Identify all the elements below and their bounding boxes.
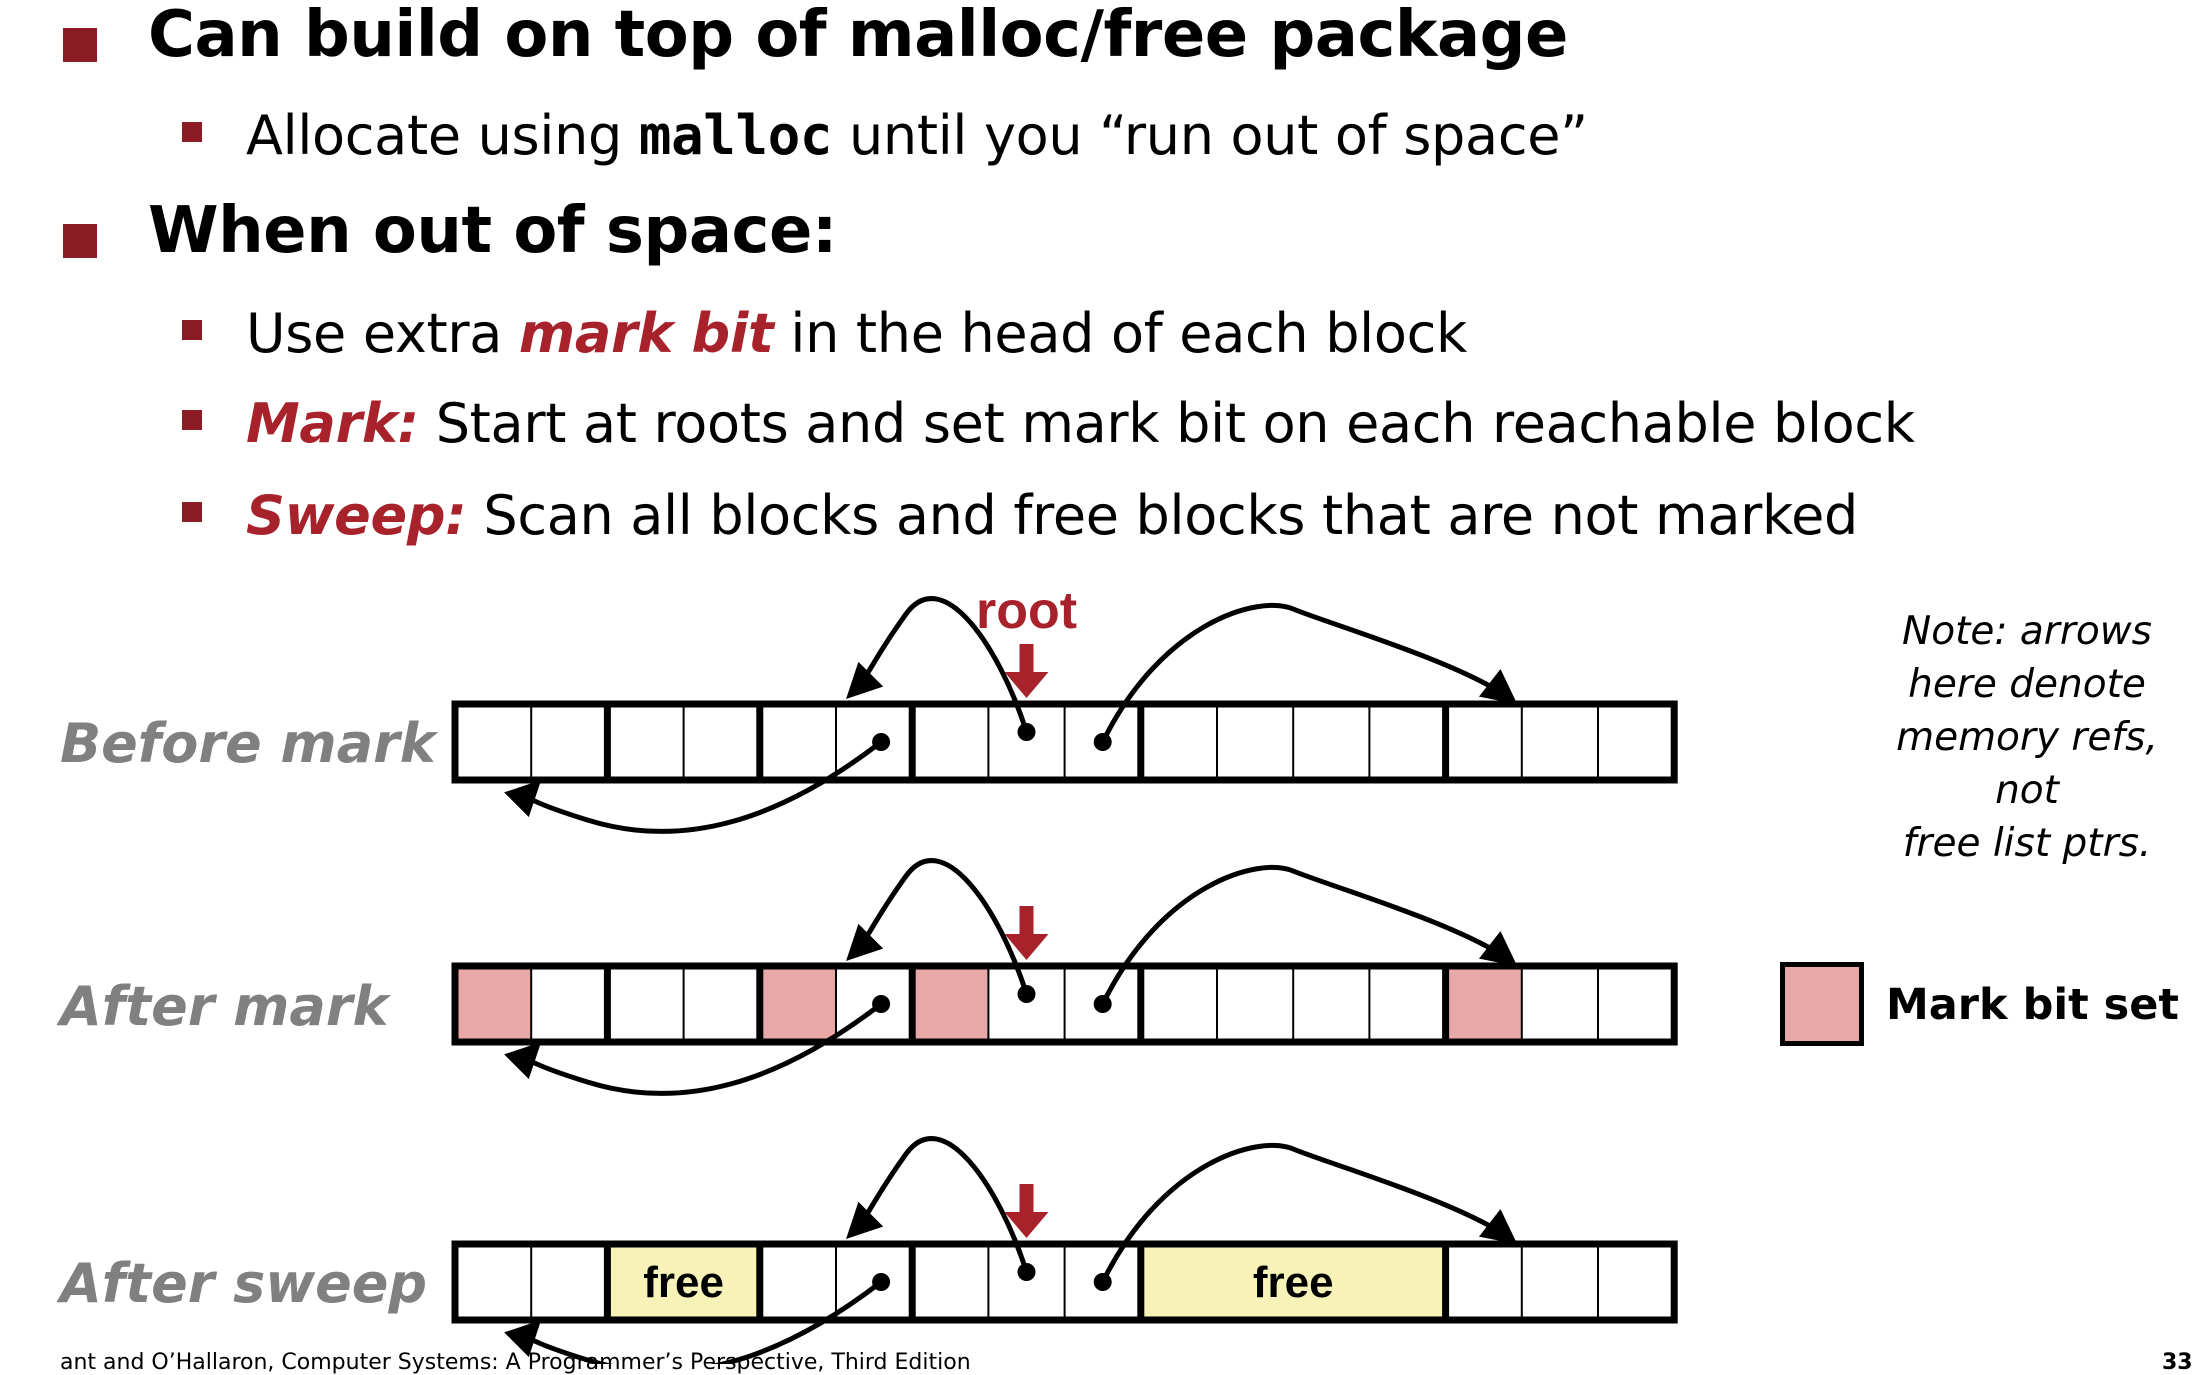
root-arrow-icon	[1004, 672, 1049, 698]
em-sweep: Sweep:	[246, 484, 467, 547]
sub-bullet-square-3	[182, 410, 202, 430]
bullet-heading-1: Can build on top of malloc/free package	[148, 0, 1568, 72]
ref-arrow-root-to-block2	[846, 1136, 1029, 1273]
em-mark-bit: mark bit	[518, 302, 774, 365]
sub-bullet-square-2	[182, 320, 202, 340]
ref-arrow-root-to-block2	[846, 858, 1029, 995]
row-frame	[451, 700, 1678, 784]
root-arrow-icon	[1004, 934, 1049, 960]
sub-bullet-square-4	[182, 502, 202, 522]
row-frame	[451, 1240, 1678, 1324]
marked-cell	[1445, 966, 1522, 1042]
memory-row-0	[451, 700, 1678, 784]
root-arrow-shaft	[1019, 644, 1034, 674]
root-arrow-icon	[1004, 1212, 1049, 1238]
legend-swatch-mark-bit	[1780, 962, 1864, 1046]
free-block-0	[607, 1244, 760, 1320]
legend-label: Mark bit set	[1886, 980, 2179, 1030]
memory-row-1	[451, 962, 1678, 1046]
root-arrow-shaft	[1019, 906, 1034, 936]
bullet-heading-2: When out of space:	[148, 194, 837, 268]
note-text: Note: arrows here denote memory refs, no…	[1896, 609, 2158, 866]
sub-bullet-3: Mark: Start at roots and set mark bit on…	[246, 392, 1915, 455]
ref-arrow-block2-to-block0	[503, 1280, 883, 1364]
root-label: root	[976, 582, 1077, 640]
ref-arrow-to-block5	[1100, 602, 1518, 744]
em-mark: Mark:	[246, 392, 419, 455]
sub-bullet-square-1	[182, 122, 202, 142]
sub-bullet-1: Allocate using malloc until you “run out…	[246, 104, 1588, 167]
row-label-after-mark: After mark	[60, 975, 389, 1038]
memory-row-2: free free	[451, 1240, 1678, 1324]
marked-cell	[455, 966, 532, 1042]
row-label-before-mark: Before mark	[60, 712, 436, 775]
free-label: free	[643, 1258, 724, 1307]
sub-bullet-2: Use extra mark bit in the head of each b…	[246, 302, 1467, 365]
bullet-square-1	[63, 28, 97, 62]
ref-arrow-to-block5	[1100, 1142, 1518, 1284]
root-arrow-shaft	[1019, 1184, 1034, 1214]
free-label: free	[1253, 1258, 1334, 1307]
footer-citation: ant and O’Hallaron, Computer Systems: A …	[60, 1350, 971, 1375]
row-label-after-sweep: After sweep	[60, 1252, 428, 1315]
marked-cell	[759, 966, 836, 1042]
ref-arrow-to-block5	[1100, 864, 1518, 1006]
marked-cell	[912, 966, 989, 1042]
row-frame	[451, 962, 1678, 1046]
ref-arrow-root-to-block2	[846, 596, 1029, 733]
ref-arrow-block2-to-block0	[503, 1002, 883, 1096]
page-number: 33	[2162, 1350, 2193, 1375]
code-malloc: malloc	[638, 104, 833, 167]
sub-bullet-4: Sweep: Scan all blocks and free blocks t…	[246, 484, 1858, 547]
bullet-square-2	[63, 224, 97, 258]
ref-arrow-block2-to-block0	[503, 740, 883, 834]
free-block-1	[1140, 1244, 1446, 1320]
